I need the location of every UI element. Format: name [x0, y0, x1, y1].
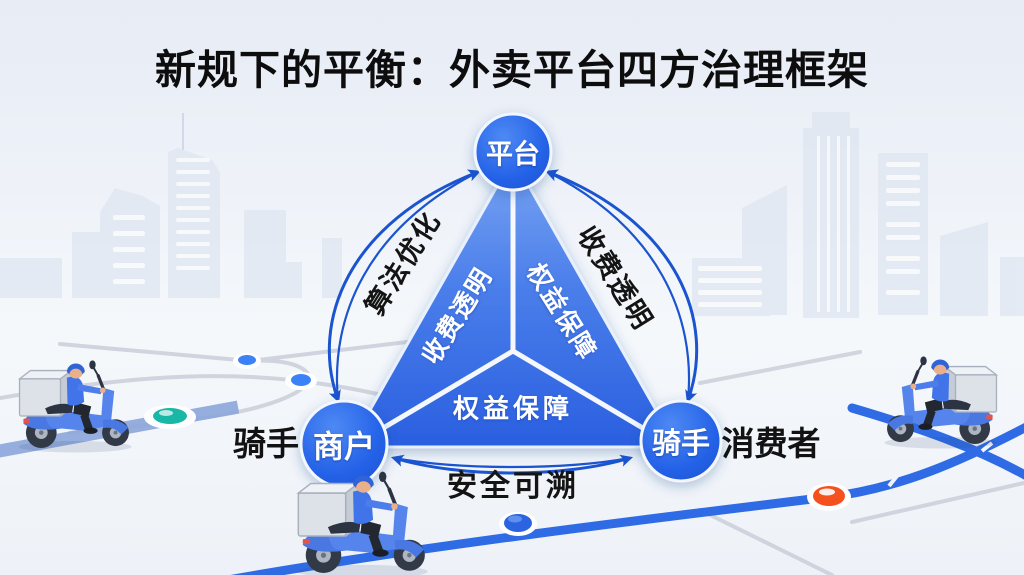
node-rider-circle — [639, 399, 723, 483]
map-marker-blue-3 — [499, 512, 537, 536]
party-label-consumer: 消费者 — [721, 425, 821, 462]
arrow-platform-rider — [545, 169, 699, 403]
map-marker-blue-1 — [233, 353, 261, 369]
city-skyline-right — [692, 112, 1024, 318]
city-skyline-left — [0, 113, 342, 298]
page-title: 新规下的平衡：外卖平台四方治理框架 — [155, 47, 869, 93]
map-marker-blue-2 — [285, 372, 317, 390]
node-merchant-label: 商户 — [313, 429, 375, 465]
node-platform-label: 平台 — [486, 139, 540, 170]
node-rider-label: 骑手 — [651, 428, 711, 460]
edge-label-rights-protection-bottom: 权益保障 — [452, 393, 574, 424]
map-marker-orange — [807, 483, 851, 511]
party-label-rider: 骑手 — [233, 425, 299, 462]
arrow-platform-merchant — [327, 169, 481, 403]
arrow-merchant-rider — [390, 454, 634, 475]
edge-label-safety-traceable: 安全可溯 — [447, 470, 579, 503]
map-marker-teal — [144, 405, 196, 429]
node-platform-circle — [473, 112, 553, 192]
